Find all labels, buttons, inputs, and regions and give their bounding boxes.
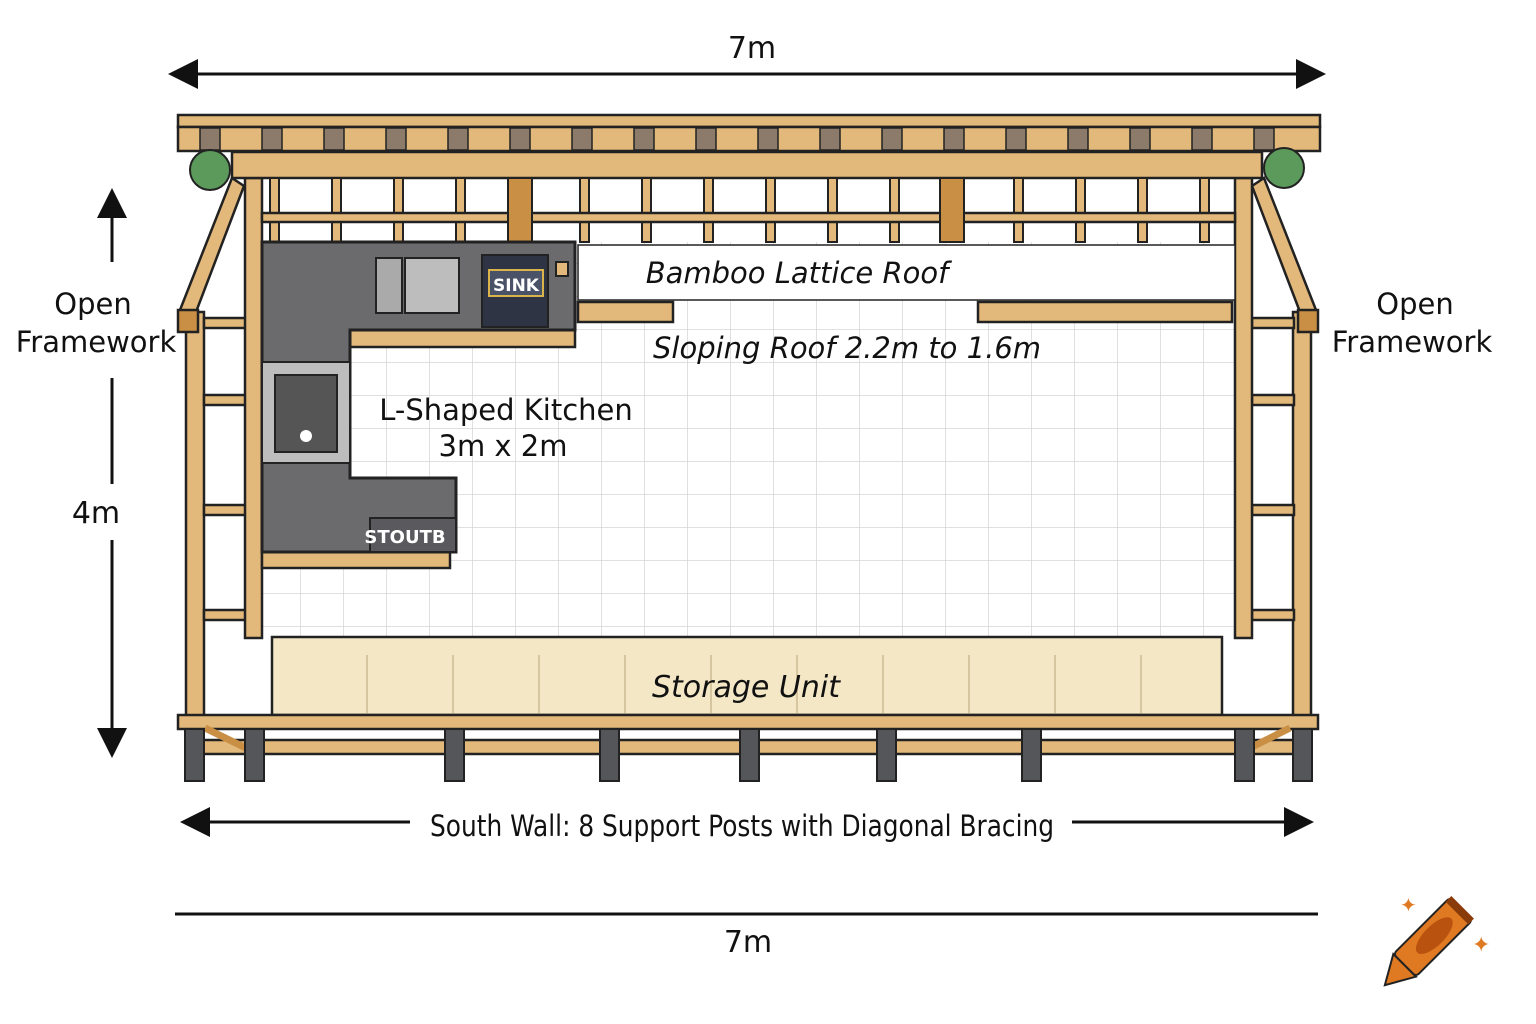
kitchen-size: 3m x 2m [439, 429, 568, 463]
depth-dimension: 4m [72, 188, 127, 758]
support-post [244, 728, 265, 782]
lattice-slat [765, 177, 776, 243]
crayon-icon [1383, 896, 1474, 987]
lattice-slat [1013, 177, 1024, 243]
storage-label: Storage Unit [652, 670, 841, 705]
right-frame [1233, 176, 1320, 724]
roof-structure [176, 113, 1322, 243]
support-post [184, 728, 205, 782]
depth-label: 4m [72, 496, 120, 531]
lattice-slat [1075, 177, 1086, 243]
lattice-slat [269, 177, 280, 243]
rafter-end [509, 127, 531, 151]
cabinet-label: STOUTB [364, 527, 445, 548]
rafter-end [1129, 127, 1151, 151]
support-post [1021, 728, 1042, 782]
rafter-end [1005, 127, 1027, 151]
dishwasher-icon [404, 257, 460, 314]
rafter-end [447, 127, 469, 151]
lattice-slat [1199, 177, 1210, 243]
sloping-roof-label: Sloping Roof 2.2m to 1.6m [653, 331, 1041, 365]
left-frame [176, 176, 264, 724]
sink-label: SINK [493, 276, 540, 296]
plant-icon [1263, 147, 1305, 189]
fridge-icon [375, 257, 403, 314]
support-post [1234, 728, 1255, 782]
lattice-slat [889, 177, 900, 243]
top-dimension: 7m [168, 31, 1326, 89]
storage-unit [270, 635, 1224, 717]
lattice-slat [455, 177, 466, 243]
support-post [739, 728, 760, 782]
rafter-end [261, 127, 283, 151]
lattice-slat [331, 177, 342, 243]
rafter-end [323, 127, 345, 151]
kitchen-title: L-Shaped Kitchen [379, 393, 633, 427]
support-post [1292, 728, 1313, 782]
rafter-end [1191, 127, 1213, 151]
lattice-roof-banner [577, 244, 1236, 301]
lattice-slat [703, 177, 714, 243]
rafter-end [695, 127, 717, 151]
left-side-label-line1: Open [54, 287, 131, 321]
rafter-end [571, 127, 593, 151]
rafter-end [881, 127, 903, 151]
rafter-end [943, 127, 965, 151]
left-side-label-line2: Framework [16, 325, 177, 359]
sparkle-icon: ✦ [1472, 933, 1490, 958]
support-post [876, 728, 897, 782]
rafter-end [757, 127, 779, 151]
sparkle-icon: ✦ [1400, 893, 1417, 917]
lattice-roof-label: Bamboo Lattice Roof [646, 256, 952, 290]
rafter-end [385, 127, 407, 151]
rafter-end [1067, 127, 1089, 151]
lattice-slat [641, 177, 652, 243]
lattice-slat [1137, 177, 1148, 243]
top-width-label: 7m [728, 31, 776, 66]
lattice-slat [579, 177, 590, 243]
right-side-label-line1: Open [1376, 287, 1453, 321]
south-wall-label: South Wall: 8 Support Posts with Diagona… [430, 809, 1054, 843]
rafter-end [819, 127, 841, 151]
l-shaped-kitchen: SINK STOUTB [260, 240, 577, 570]
rafter-end [633, 127, 655, 151]
rafter-end [199, 127, 221, 151]
lattice-slat [827, 177, 838, 243]
rafter-end [1253, 127, 1275, 151]
support-post [444, 728, 465, 782]
lattice-slat [393, 177, 404, 243]
plant-icon [189, 149, 231, 191]
support-post [599, 728, 620, 782]
right-side-label-line2: Framework [1332, 325, 1493, 359]
bottom-width-label: 7m [724, 925, 772, 960]
south-wall [176, 713, 1320, 782]
south-wall-dimension: South Wall: 8 Support Posts with Diagona… [180, 807, 1314, 843]
